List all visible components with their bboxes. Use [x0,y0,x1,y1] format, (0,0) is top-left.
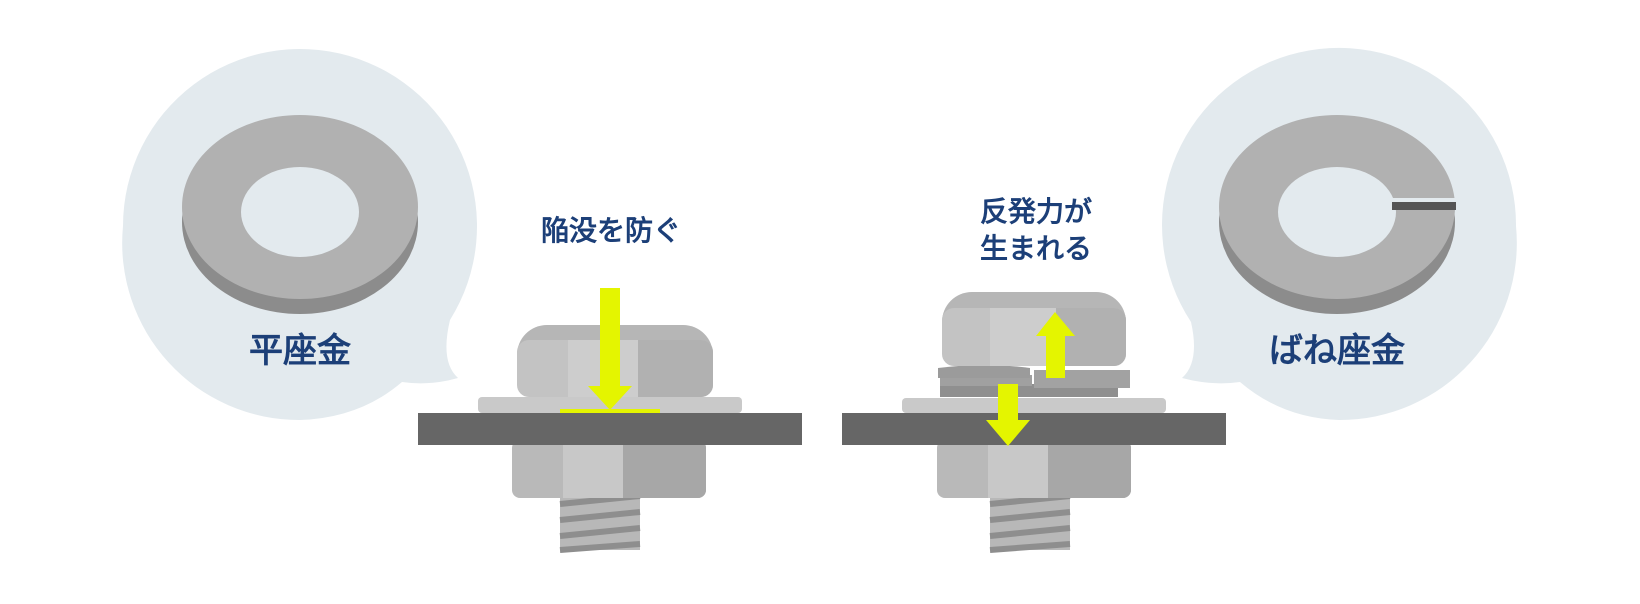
flat-washer-assembly [418,288,802,553]
spring-washer-icon [1219,115,1456,314]
flat-washer-side [902,398,1166,413]
spring-washer-label: ばね座金 [1269,331,1406,371]
flat-washer-label: 平座金 [249,331,352,371]
flat-washer-icon [182,115,418,314]
hex-nut [512,440,706,498]
flat-effect-caption: 陥没を防ぐ [541,214,681,247]
force-arrow-down [986,384,1030,446]
hex-nut [937,440,1131,498]
mounting-plate [842,413,1226,445]
bolt-shank [559,490,641,553]
rebound-arrow-up [1036,312,1075,378]
bolt-head [942,292,1126,366]
spring-washer-assembly [842,292,1226,553]
pressure-arrow-down [560,288,660,413]
spring-effect-caption: 反発力が 生まれる [980,195,1092,265]
flat-washer-bubble: 平座金 [122,49,478,421]
spring-washer-bubble: ばね座金 [1162,47,1517,421]
spring-washer-side [938,365,1130,397]
bolt-shank [989,490,1071,553]
mounting-plate [418,413,802,445]
spring-effect-line1: 反発力が [980,195,1092,228]
spring-effect-line2: 生まれる [980,232,1092,265]
